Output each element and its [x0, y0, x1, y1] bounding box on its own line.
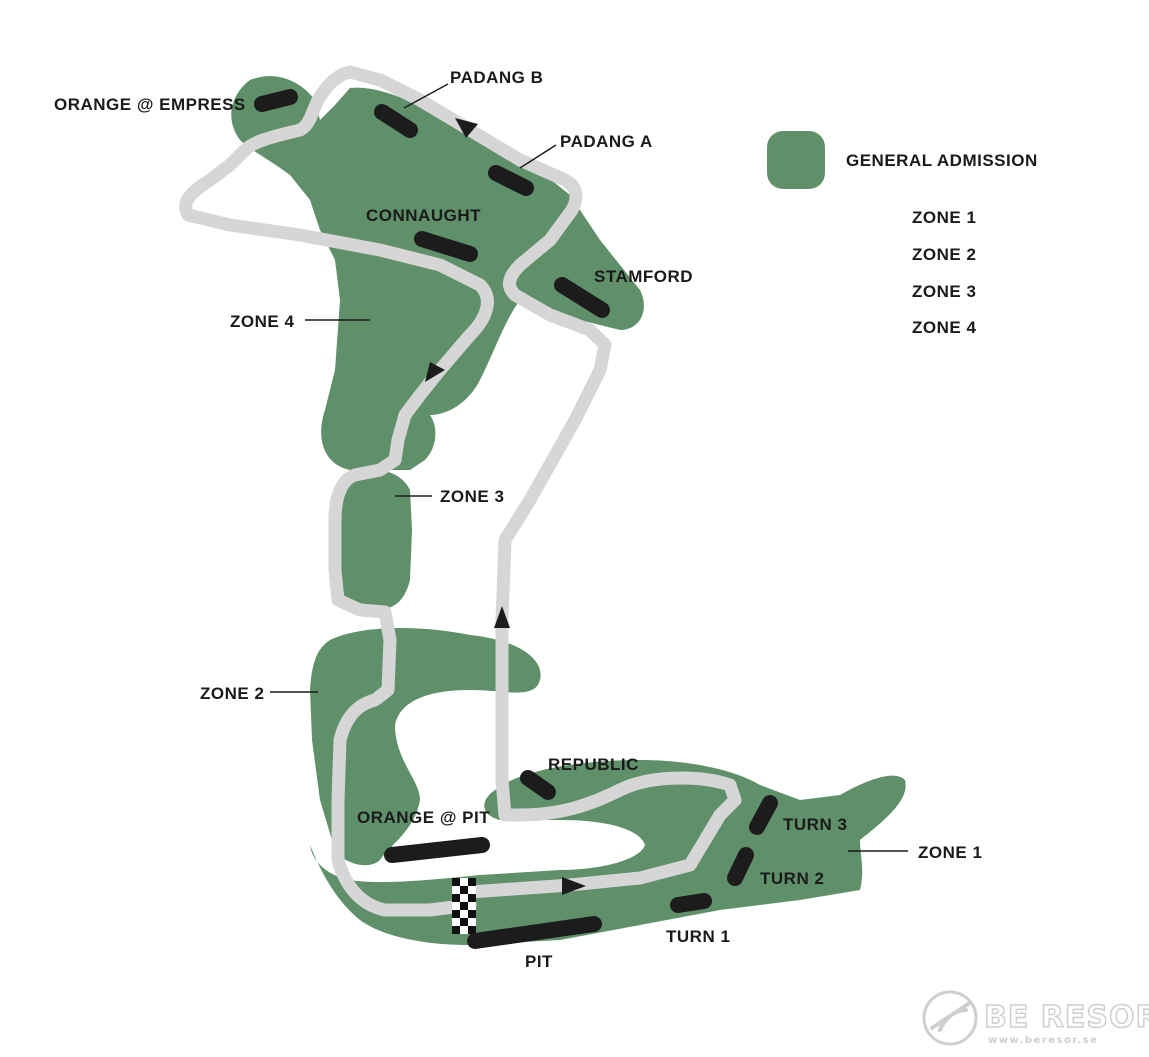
legend-zone-3: ZONE 3	[912, 282, 976, 301]
leader-lines	[270, 83, 908, 852]
direction-arrows	[425, 118, 586, 895]
label-pit: PIT	[525, 952, 553, 971]
grandstand-turn2	[727, 847, 754, 886]
label-turn2: TURN 2	[760, 869, 824, 888]
grandstand-pit	[467, 916, 602, 949]
arrow-icon	[425, 362, 445, 382]
label-orange-empress: ORANGE @ EMPRESS	[54, 95, 246, 114]
legend: GENERAL ADMISSION ZONE 1 ZONE 2 ZONE 3 Z…	[767, 131, 1038, 337]
legend-zone-4: ZONE 4	[912, 318, 976, 337]
label-zone1: ZONE 1	[918, 843, 982, 862]
legend-zone-1: ZONE 1	[912, 208, 976, 227]
beresor-logo-icon	[922, 990, 978, 1046]
legend-zone-2: ZONE 2	[912, 245, 976, 264]
grandstand-orange-empress	[254, 89, 298, 112]
watermark-brand: BE RESOR	[984, 1000, 1149, 1035]
grandstands	[254, 89, 778, 949]
grandstand-turn1	[670, 893, 712, 913]
legend-general-admission: GENERAL ADMISSION	[846, 151, 1038, 170]
label-zone4: ZONE 4	[230, 312, 294, 331]
watermark-url: www.beresor.se	[988, 1035, 1098, 1046]
label-padang-a: PADANG A	[560, 132, 653, 151]
label-orange-pit: ORANGE @ PIT	[357, 808, 490, 827]
grandstand-republic	[520, 770, 556, 800]
zone3-area	[331, 470, 412, 610]
grandstand-orange-pit	[384, 837, 490, 863]
label-zone2: ZONE 2	[200, 684, 264, 703]
grandstand-padang-b	[374, 104, 418, 138]
arrow-icon	[494, 606, 510, 628]
watermark: BE RESOR www.beresor.se	[922, 990, 1149, 1046]
zone2-area	[310, 628, 541, 866]
arrow-icon	[455, 118, 478, 138]
legend-swatch	[767, 131, 825, 189]
label-republic: REPUBLIC	[548, 755, 639, 774]
label-turn1: TURN 1	[666, 927, 730, 946]
grandstand-connaught	[414, 231, 478, 262]
label-connaught: CONNAUGHT	[366, 206, 481, 225]
label-padang-b: PADANG B	[450, 68, 543, 87]
label-zone3: ZONE 3	[440, 487, 504, 506]
grandstand-turn3	[749, 795, 778, 835]
arrow-icon	[562, 877, 586, 895]
label-stamford: STAMFORD	[594, 267, 693, 286]
start-finish-flag-icon	[452, 878, 476, 934]
race-track	[179, 65, 742, 917]
grandstand-padang-a	[488, 165, 534, 196]
label-turn3: TURN 3	[783, 815, 847, 834]
grandstand-stamford	[554, 277, 610, 318]
